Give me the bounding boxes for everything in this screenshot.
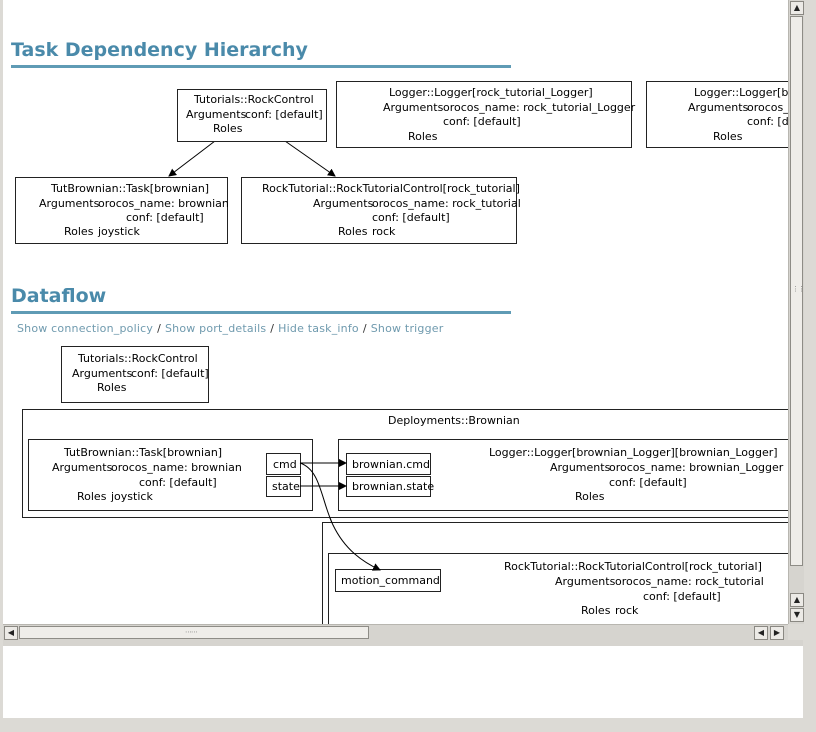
hier-tutbrownian-node[interactable]: TutBrownian::Task[brownian] Arguments or…: [15, 177, 229, 244]
node-title: TutBrownian::Task[brownian]: [64, 446, 223, 459]
dataflow-options: Show connection_policy/Show port_details…: [17, 322, 443, 335]
flow-brownian-logger-node[interactable]: Logger::Logger[brownian_Logger][brownian…: [338, 439, 788, 511]
argument-value: orocos_name: rock_tutorial: [372, 197, 521, 210]
port-cmd[interactable]: cmd: [266, 453, 301, 475]
roles-label: Roles: [408, 130, 438, 143]
graph-view: Task Dependency Hierarchy Tutorials::Roc…: [3, 0, 788, 624]
roles-label: Roles: [77, 490, 107, 503]
node-title: Tutorials::RockControl: [78, 352, 198, 365]
arguments-label: Arguments: [186, 108, 247, 121]
roles-value: rock: [615, 604, 639, 617]
argument-value: conf: [default]: [139, 476, 217, 489]
node-title: TutBrownian::Task[brownian]: [51, 182, 210, 195]
argument-value: conf: [default]: [609, 476, 687, 489]
arguments-label: Arguments: [72, 367, 133, 380]
lower-pane: [3, 646, 803, 718]
argument-value: orocos_name: rock_tutorial: [615, 575, 764, 588]
scroll-down-button[interactable]: ▼: [790, 608, 804, 622]
hier-rockcontrol-node[interactable]: Tutorials::RockControl Arguments conf: […: [177, 89, 327, 142]
port-label: cmd: [273, 458, 297, 471]
vertical-scrollbar[interactable]: ▲ ⋮⋮ ▲ ▼: [788, 0, 805, 624]
port-label: brownian.state: [352, 480, 435, 493]
roles-label: Roles: [581, 604, 611, 617]
arguments-label: Arguments: [383, 101, 444, 114]
node-title: Logger::Logger[brownian_Logger][brownian…: [489, 446, 778, 459]
scroll-up-button[interactable]: ▲: [790, 1, 804, 15]
show-port-details-link[interactable]: Show port_details: [164, 322, 267, 335]
node-title: RockTutorial::RockTutorialControl[rock_t…: [262, 182, 520, 195]
roles-value: joystick: [111, 490, 153, 503]
roles-label: Roles: [713, 130, 743, 143]
deployment-title: Deployments::Brownian: [388, 414, 520, 427]
port-brownian-state[interactable]: brownian.state: [346, 476, 435, 497]
show-trigger-link[interactable]: Show trigger: [370, 322, 444, 335]
node-title: Logger::Logger[bro: [694, 86, 788, 99]
argument-value: orocos_name: brownian_Logger: [609, 461, 784, 474]
arguments-label: Arguments: [52, 461, 113, 474]
argument-value: conf: [default]: [643, 590, 721, 603]
port-brownian-cmd[interactable]: brownian.cmd: [346, 453, 431, 475]
argument-value: orocos_name: brownian: [111, 461, 242, 474]
flow-rockcontrol-node[interactable]: Tutorials::RockControl Arguments conf: […: [61, 346, 209, 403]
node-title: RockTutorial::RockTutorialControl[rock_t…: [504, 560, 762, 573]
hier-rock-logger-node[interactable]: Logger::Logger[rock_tutorial_Logger] Arg…: [336, 81, 636, 148]
link-separator: /: [362, 322, 367, 335]
argument-value: conf: [default]: [245, 108, 323, 121]
dataflow-title: Dataflow: [11, 285, 107, 307]
hide-task-info-link[interactable]: Hide task_info: [278, 322, 359, 335]
show-connection-policy-link[interactable]: Show connection_policy: [17, 322, 154, 335]
hier-rocktutorial-node[interactable]: RockTutorial::RockTutorialControl[rock_t…: [241, 177, 521, 244]
argument-value: conf: [default]: [126, 211, 204, 224]
grip-icon: ⋮⋮: [792, 285, 805, 293]
horizontal-scrollbar[interactable]: ◀ ⋯⋯ ◀ ▶: [3, 624, 788, 640]
arguments-label: Arguments: [688, 101, 749, 114]
roles-label: Roles: [575, 490, 605, 503]
link-separator: /: [157, 322, 161, 335]
grip-icon: ⋯⋯: [185, 628, 198, 636]
port-label: brownian.cmd: [352, 458, 430, 471]
argument-value: orocos_name: rock_tutorial_Logger: [443, 101, 636, 114]
argument-value: conf: [default]: [131, 367, 209, 380]
node-title: Tutorials::RockControl: [194, 93, 314, 106]
port-state[interactable]: state: [266, 476, 301, 497]
roles-label: Roles: [64, 225, 94, 238]
port-label: motion_command: [341, 574, 440, 587]
roles-value: joystick: [98, 225, 140, 238]
argument-value: conf: [default]: [443, 115, 521, 128]
roles-label: Roles: [213, 122, 243, 135]
scroll-right-button[interactable]: ▶: [770, 626, 784, 640]
port-motion-command[interactable]: motion_command: [335, 569, 441, 592]
hierarchy-title-rule: [11, 65, 511, 68]
arguments-label: Arguments: [550, 461, 611, 474]
arguments-label: Arguments: [555, 575, 616, 588]
dataflow-title-rule: [11, 311, 511, 314]
argument-value: orocos_n: [747, 101, 788, 114]
flow-tutbrownian-node[interactable]: TutBrownian::Task[brownian] Arguments or…: [28, 439, 313, 511]
argument-value: conf: [default]: [372, 211, 450, 224]
hierarchy-title: Task Dependency Hierarchy: [11, 39, 308, 61]
roles-value: rock: [372, 225, 396, 238]
roles-label: Roles: [338, 225, 368, 238]
argument-value: orocos_name: brownian: [98, 197, 229, 210]
hier-brownian-logger-node[interactable]: Logger::Logger[bro Arguments orocos_n co…: [646, 81, 788, 148]
roles-label: Roles: [97, 381, 127, 394]
edge-rockcontrol-tutbrownian: [168, 140, 216, 177]
scroll-up-button-lower[interactable]: ▲: [790, 593, 804, 607]
arguments-label: Arguments: [39, 197, 100, 210]
arguments-label: Arguments: [313, 197, 374, 210]
scroll-left-button-right[interactable]: ◀: [754, 626, 768, 640]
node-title: Logger::Logger[rock_tutorial_Logger]: [389, 86, 593, 99]
horizontal-scroll-thumb[interactable]: ⋯⋯: [19, 626, 369, 639]
scroll-left-button[interactable]: ◀: [4, 626, 18, 640]
edge-rockcontrol-rocktutorial: [284, 140, 336, 177]
pane-splitter[interactable]: [3, 640, 803, 646]
link-separator: /: [270, 322, 275, 335]
port-label: state: [272, 480, 300, 493]
vertical-scroll-thumb[interactable]: ⋮⋮: [790, 16, 805, 566]
argument-value: conf: [de: [747, 115, 788, 128]
